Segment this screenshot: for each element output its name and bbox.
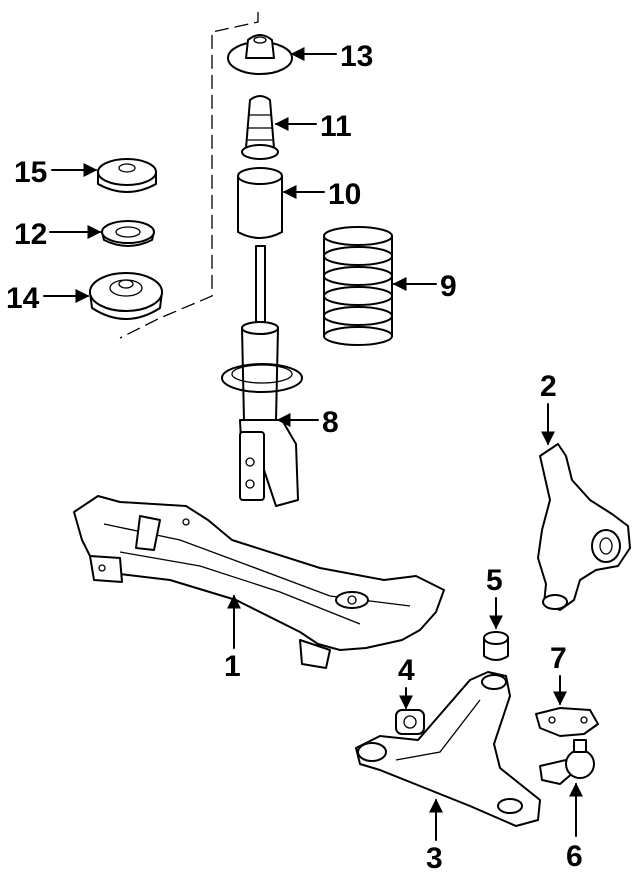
part-strut-bearing <box>101 220 155 247</box>
part-ball-joint <box>539 739 595 785</box>
part-front-bushing <box>395 709 425 735</box>
callout-10: 10 <box>328 178 361 211</box>
part-steering-knuckle <box>537 443 631 611</box>
callout-13: 13 <box>340 40 373 73</box>
callout-5: 5 <box>486 564 503 597</box>
part-strut-assembly <box>221 245 303 507</box>
part-dust-boot <box>237 167 283 239</box>
part-subframe <box>73 495 445 669</box>
callout-6: 6 <box>566 840 583 873</box>
callout-11: 11 <box>320 110 352 143</box>
callout-7: 7 <box>550 642 567 675</box>
part-rear-bushing <box>483 631 509 661</box>
callout-numbers: 13 11 10 9 8 15 12 14 1 2 5 4 3 7 6 <box>6 40 583 875</box>
part-coil-spring <box>323 226 393 346</box>
callout-3: 3 <box>426 842 443 875</box>
callout-15: 15 <box>14 156 47 189</box>
part-bump-stop <box>241 95 279 160</box>
callout-8: 8 <box>322 406 339 439</box>
callout-12: 12 <box>14 218 47 251</box>
callout-9: 9 <box>440 270 457 303</box>
callout-1: 1 <box>224 650 241 683</box>
leader-lines <box>43 47 583 841</box>
callout-4: 4 <box>398 654 415 687</box>
part-ball-joint-bracket <box>535 707 599 737</box>
callout-14: 14 <box>6 282 40 315</box>
mount-group-bracket <box>119 12 259 339</box>
part-upper-strut-mount <box>227 34 293 75</box>
part-bearing-cover <box>97 158 157 193</box>
callout-2: 2 <box>540 370 557 403</box>
part-lower-control-arm <box>355 671 541 827</box>
part-strut-mount <box>89 272 163 320</box>
